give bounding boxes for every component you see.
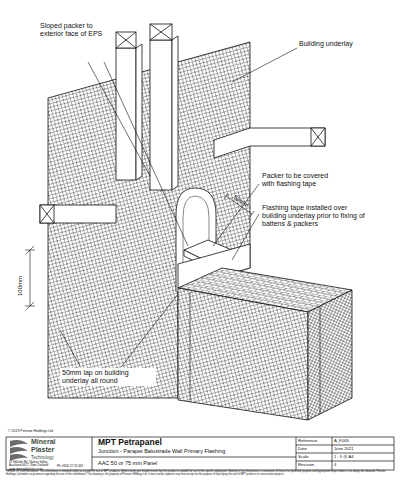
wall-side bbox=[308, 290, 352, 420]
field-label: Date bbox=[298, 447, 332, 452]
logo-text: Mineral bbox=[31, 438, 89, 446]
callout-note: Building underlay bbox=[299, 40, 379, 48]
batten-end bbox=[40, 205, 54, 223]
batten-end bbox=[311, 128, 325, 146]
address-text: 21 Hillside Rd, Wairau Valley, Auckland … bbox=[9, 461, 55, 471]
batten bbox=[150, 40, 172, 190]
dimensions bbox=[25, 193, 254, 310]
wall-face bbox=[178, 288, 308, 420]
disclaimer-text: TERMS OF USE Disclaimer: This informatio… bbox=[6, 471, 394, 477]
dimension-text: 100mm bbox=[17, 276, 24, 296]
panel-text: AAC 50 or 75 mm Panel bbox=[98, 460, 294, 466]
batten-end bbox=[150, 24, 172, 40]
field-value: June 2021 bbox=[334, 447, 392, 452]
drawing-subtitle: Junction - Parapet Balustrade Wall Prima… bbox=[98, 448, 294, 454]
logo-icon bbox=[10, 440, 28, 461]
callout-note: 50mm lap on building underlay all round bbox=[60, 368, 156, 386]
drawing-title: MPT Petrapanel bbox=[98, 438, 294, 448]
batten bbox=[40, 205, 116, 223]
batten bbox=[214, 128, 325, 158]
field-label: Revision bbox=[298, 463, 332, 468]
logo-text: Technology bbox=[31, 455, 89, 460]
field-label: Reference bbox=[298, 439, 332, 444]
field-value: 4 bbox=[334, 463, 392, 468]
copyright-text: © 2019 Petrone Holdings Ltd bbox=[8, 430, 128, 434]
batten-side bbox=[172, 36, 178, 190]
phone-text: Ph: 0800 22 33 432 bbox=[57, 465, 91, 468]
callout-note: Sloped packer to exterior face of EPS bbox=[40, 22, 112, 38]
callout-note: Packer to be covered with flashing tape bbox=[262, 172, 342, 188]
field-label: Scale bbox=[298, 455, 332, 460]
field-value: A_K005 bbox=[334, 439, 392, 444]
leader-lines bbox=[60, 48, 297, 366]
callout-note: Flashing tape installed over building un… bbox=[262, 204, 366, 228]
title-block bbox=[6, 437, 394, 470]
batten bbox=[116, 48, 136, 180]
batten-end bbox=[116, 32, 136, 48]
field-value: 1 : 5 @ A4 bbox=[334, 455, 392, 460]
logo-text: Plaster bbox=[31, 446, 89, 454]
